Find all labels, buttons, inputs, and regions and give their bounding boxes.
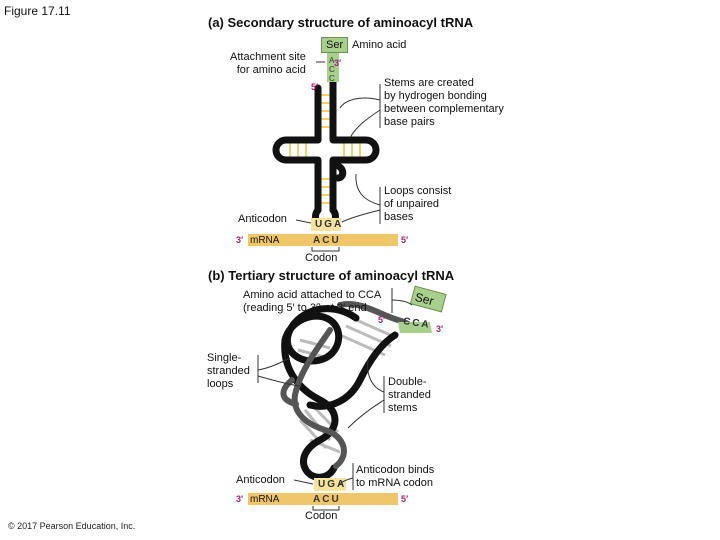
stems-note-line-2: by hydrogen bonding [384,90,487,102]
loops-note: Loops consist of unpaired bases [384,185,451,224]
stems-note-line-1: Stems are created [384,77,474,89]
attachment-site-line-1: Attachment site [230,51,306,63]
loops-note-line-1: Loops consist [384,185,452,197]
part-b-arrows [257,288,413,490]
cloverleaf-diagram: A C C [248,52,398,252]
cloverleaf-strand [272,56,380,231]
codon-bracket-a [311,247,340,252]
anticodon-binds-note: Anticodon binds to mRNA codon [356,464,434,490]
part-b-title: Tertiary structure of aminoacyl tRNA [228,268,455,283]
acc-letter-c2: C [329,74,335,83]
anticodon-highlight-a [311,218,341,231]
stems-note: Stems are created by hydrogen bonding be… [384,77,504,129]
anticodon-label-a: Anticodon [238,213,287,225]
acc-letter-a: A [329,56,335,65]
mrna-label-b: mRNA [250,494,280,505]
mrna-end-3-a: 3′ [236,235,244,245]
loops-note-line-3: bases [384,211,414,223]
mrna-end-5-b: 5′ [401,494,409,504]
stems-note-line-4: base pairs [384,116,435,128]
amino-acid-label: Amino acid [352,39,407,51]
mrna-label-a: mRNA [250,235,280,246]
anticodon-binds-line-1: Anticodon binds [356,464,435,476]
part-a-arrows [295,61,381,224]
ser-box-b [409,285,447,313]
loops-note-line-2: of unpaired [384,198,440,210]
end-3-label-a: 3′ [334,58,342,68]
single-note-line-1: Single- [207,352,242,364]
anticodon-letters-b: UGA [318,479,347,490]
codon-bracket-b [312,506,340,511]
part-a-heading: (a) Secondary structure of aminoacyl tRN… [208,15,473,30]
mrna-bar-a [248,234,398,246]
cca-highlight [398,322,432,333]
acc-tail-highlight [327,52,339,82]
double-note-line-3: stems [388,402,418,414]
end-5-label-a: 5′ [311,82,319,92]
attach-note-line-1: Amino acid attached to CCA [243,289,382,301]
attach-note-b: Amino acid attached to CCA (reading 5′ t… [243,289,381,315]
anticodon-letters-a: UGA [315,219,344,230]
end-5-label-b: 5′ [378,315,386,325]
single-stranded-note: Single- stranded loops [207,352,250,391]
double-stranded-note: Double- stranded stems [388,376,431,415]
copyright-notice: © 2017 Pearson Education, Inc. [8,521,136,531]
mrna-end-5-a: 5′ [401,235,409,245]
mrna-bar-b [248,493,398,505]
anticodon-binds-line-2: to mRNA codon [356,477,434,489]
tertiary-base-pairs [297,316,398,454]
end-3-label-b: 3′ [436,324,444,334]
amino-acid-box-a: Ser [321,37,349,53]
part-a-letter: (a) [208,15,224,30]
single-note-line-3: loops [207,378,234,390]
part-b-heading: (b) Tertiary structure of aminoacyl tRNA [208,268,454,283]
double-note-line-2: stranded [388,389,431,401]
tertiary-diagram [248,285,447,511]
double-note-line-1: Double- [388,376,427,388]
stem-base-pairs [289,94,361,204]
codon-label-b: Codon [305,510,338,522]
single-note-line-2: stranded [207,365,250,377]
figure-label: Figure 17.11 [4,4,71,18]
part-b-letter: (b) [208,268,225,283]
codon-label-a: Codon [305,252,338,264]
attachment-site-line-2: for amino acid [236,64,306,76]
part-a-title: Secondary structure of aminoacyl tRNA [227,15,474,30]
acc-letter-c1: C [329,65,335,74]
anticodon-highlight-b [314,478,346,491]
tertiary-strand-dark [281,305,399,481]
attachment-site-note: Attachment site for amino acid [230,51,306,77]
stems-note-line-3: between complementary [384,103,504,115]
codon-letters-a: ACU [313,235,341,246]
attach-note-line-2: (reading 5′ to 3′) at 3′ end [243,302,367,314]
mrna-end-3-b: 3′ [236,494,244,504]
anticodon-label-b: Anticodon [236,474,285,486]
codon-letters-b: ACU [313,494,341,505]
